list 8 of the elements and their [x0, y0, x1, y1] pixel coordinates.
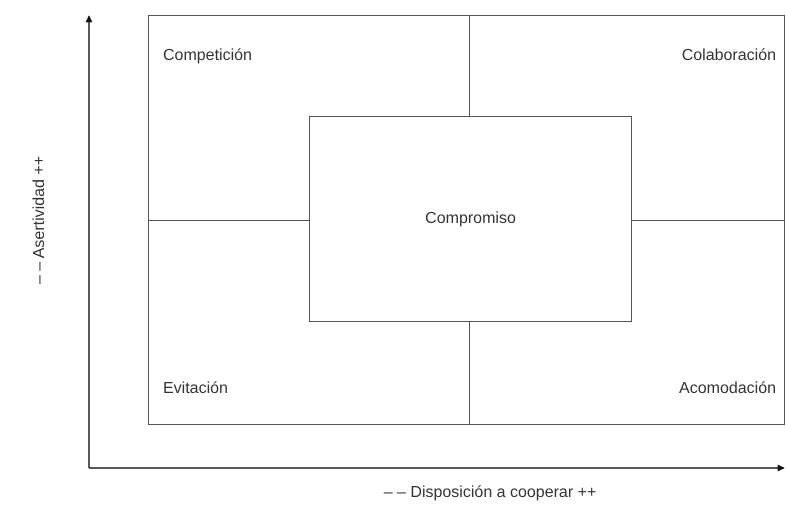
quadrant-label: Competición [163, 47, 252, 65]
axis-label: – – Asertividad ++ [31, 156, 49, 284]
quadrant-label: Evitación [163, 380, 228, 398]
quadrant-label: Acomodación [679, 380, 776, 398]
center-box [309, 116, 632, 322]
quadrant-label: Colaboración [682, 47, 776, 65]
quadrant-label: Compromiso [425, 210, 516, 228]
axis-label: – – Disposición a cooperar ++ [384, 484, 596, 502]
